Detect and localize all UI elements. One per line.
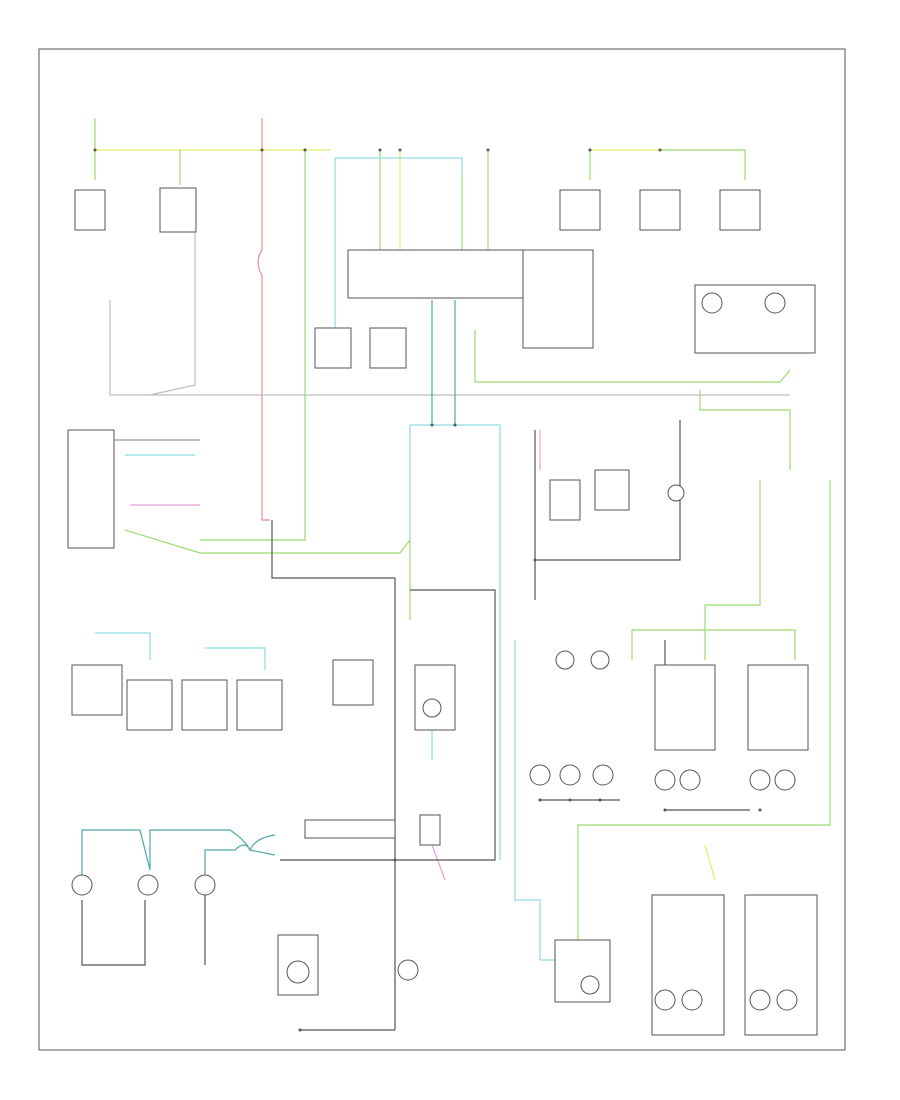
switch-row-left	[71, 664, 283, 731]
lamp-icon	[774, 769, 796, 791]
cyan-link-3	[205, 647, 266, 670]
lamp-icon	[590, 650, 610, 670]
lamp-icon	[592, 764, 614, 786]
green-run-right	[474, 330, 791, 383]
cyan-run-mid	[410, 424, 501, 860]
lamp-icon	[194, 874, 216, 896]
green-run-3	[704, 480, 761, 660]
green-run-right-2	[699, 390, 791, 470]
green-run-7	[124, 529, 411, 554]
center-lamp-housing	[414, 664, 456, 731]
lamp-icon	[749, 989, 771, 1011]
lamp-icon	[654, 769, 676, 791]
switch-2	[159, 187, 197, 233]
right-switch-block-2	[747, 664, 809, 751]
switch-3	[559, 189, 601, 231]
lamp-icon	[776, 989, 798, 1011]
lamp-icon	[286, 960, 310, 984]
gray-loop-wire	[109, 300, 790, 396]
green-run-5	[577, 480, 831, 960]
switches-upper-left	[74, 187, 197, 233]
switch-8	[181, 679, 228, 731]
lamp-icon	[580, 975, 600, 995]
lamp-icon	[559, 764, 581, 786]
relay-3	[594, 469, 630, 511]
teal-run-bottom-left	[81, 829, 276, 880]
switch-9	[236, 679, 283, 731]
gray-wire-2	[149, 230, 196, 396]
switch-6	[71, 664, 123, 716]
yellow-wire-bottom-right	[704, 844, 716, 881]
lamps-bottom-left	[71, 874, 216, 896]
central-module-side-box	[522, 249, 594, 349]
left-connector-block	[67, 429, 115, 549]
lamp-icon	[679, 769, 701, 791]
relay-4	[549, 479, 581, 521]
lamp-icon	[137, 874, 159, 896]
junction-dots	[93, 148, 762, 1032]
green-wire-right	[660, 149, 746, 180]
lamp-icon	[529, 764, 551, 786]
switches-upper-right	[559, 189, 761, 231]
lower-module	[304, 819, 396, 839]
switch-7	[126, 679, 173, 731]
black-wire-2	[280, 589, 496, 861]
switch-1	[74, 189, 106, 231]
bottom-right-block-2	[744, 894, 818, 1036]
switch-10	[332, 659, 374, 706]
relay-1	[314, 327, 352, 369]
green-wire-3	[200, 150, 306, 541]
pink-wire-2	[431, 844, 446, 881]
right-switch-block-1	[654, 664, 716, 751]
black-wire-4	[535, 420, 681, 561]
lamp-icon	[422, 698, 442, 718]
lamp-icon	[667, 484, 685, 502]
green-run-4	[631, 629, 796, 660]
lamp-icon	[701, 292, 723, 314]
relay-2	[369, 327, 407, 369]
lower-switch	[419, 814, 441, 846]
central-module-box	[347, 249, 544, 299]
red-feed-wire	[257, 118, 270, 521]
wires	[81, 118, 831, 1031]
lamp-icon	[555, 650, 575, 670]
cyan-link-2	[95, 632, 151, 660]
cyan-link-4	[514, 640, 560, 961]
lamp-icon	[749, 769, 771, 791]
black-wire-9	[81, 900, 146, 966]
lamp-icon	[654, 989, 676, 1011]
lamp-cluster-center	[529, 650, 614, 786]
lamp-icon	[71, 874, 93, 896]
diagram-border	[38, 48, 846, 1051]
switch-4	[639, 189, 681, 231]
cyan-wire-top	[335, 157, 463, 175]
teal-run-bottom-left-2	[204, 844, 276, 880]
bottom-right-block-1	[651, 894, 725, 1036]
lamp-icon	[764, 292, 786, 314]
switch-5	[719, 189, 761, 231]
bottom-right-lamp-housing	[554, 939, 611, 1003]
lamp-icon	[397, 959, 419, 981]
black-wire-1	[271, 520, 396, 1030]
lamp-icon	[681, 989, 703, 1011]
